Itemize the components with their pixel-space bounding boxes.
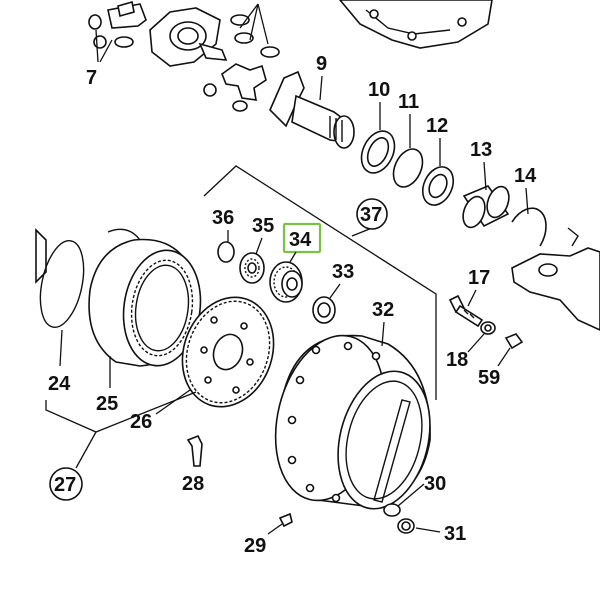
part-33-bearing[interactable] [312, 296, 336, 324]
part-35-planet-gear[interactable] [239, 252, 265, 284]
selected-part-highlight [282, 222, 322, 254]
label-28[interactable]: 28 [182, 473, 204, 495]
label-32[interactable]: 32 [372, 299, 394, 321]
group-27-bracket [45, 391, 197, 433]
label-11[interactable]: 11 [398, 91, 419, 113]
label-33[interactable]: 33 [332, 261, 354, 283]
part-34-planet-gear[interactable] [269, 261, 303, 303]
label-37[interactable]: 37 [360, 204, 382, 226]
part-31-plug[interactable] [397, 518, 415, 534]
right-bracket [511, 227, 600, 331]
label-27-circle[interactable] [49, 467, 83, 501]
label-9[interactable]: 9 [316, 53, 327, 75]
part-9-yoke-shaft[interactable] [269, 70, 355, 149]
label-25[interactable]: 25 [96, 393, 118, 415]
part-13-sleeve[interactable] [459, 184, 513, 231]
part-59-pin[interactable] [504, 333, 524, 350]
part-12-bearing[interactable] [417, 162, 459, 210]
label-29[interactable]: 29 [244, 535, 266, 557]
label-24[interactable]: 24 [48, 373, 71, 395]
part-18-nut[interactable] [480, 321, 496, 335]
label-12[interactable]: 12 [426, 115, 448, 137]
part-26-planet-carrier[interactable] [168, 284, 289, 419]
part-24-o-ring[interactable] [33, 237, 90, 331]
label-13[interactable]: 13 [470, 139, 492, 161]
label-59[interactable]: 59 [478, 367, 500, 389]
label-27[interactable]: 27 [54, 474, 76, 496]
label-37-circle[interactable] [356, 198, 388, 230]
part-36-washer[interactable] [217, 241, 235, 263]
part-25-ring-gear[interactable] [88, 238, 208, 371]
part-17-bolt[interactable] [448, 294, 484, 328]
label-17[interactable]: 17 [468, 267, 490, 289]
part-14-snap-ring[interactable] [511, 207, 547, 247]
left-edge-part [35, 228, 47, 284]
part-7-assembly[interactable] [88, 0, 280, 112]
upper-housing-bracket [338, 0, 493, 49]
label-36[interactable]: 36 [212, 207, 234, 229]
label-10[interactable]: 10 [368, 79, 390, 101]
label-30[interactable]: 30 [424, 473, 446, 495]
part-30-o-ring[interactable] [383, 503, 401, 517]
label-18[interactable]: 18 [446, 349, 468, 371]
part-10-seal[interactable] [355, 126, 401, 179]
label-14[interactable]: 14 [514, 165, 537, 187]
part-28-bolt[interactable] [186, 434, 203, 467]
part-11-o-ring[interactable] [388, 144, 428, 191]
part-32-hub-housing[interactable] [259, 324, 443, 519]
label-35[interactable]: 35 [252, 215, 274, 237]
label-34[interactable]: 34 [289, 229, 312, 251]
part-29-screw[interactable] [278, 512, 293, 528]
label-31[interactable]: 31 [444, 523, 466, 545]
label-7[interactable]: 7 [86, 67, 97, 89]
group-37-bracket [203, 165, 437, 400]
